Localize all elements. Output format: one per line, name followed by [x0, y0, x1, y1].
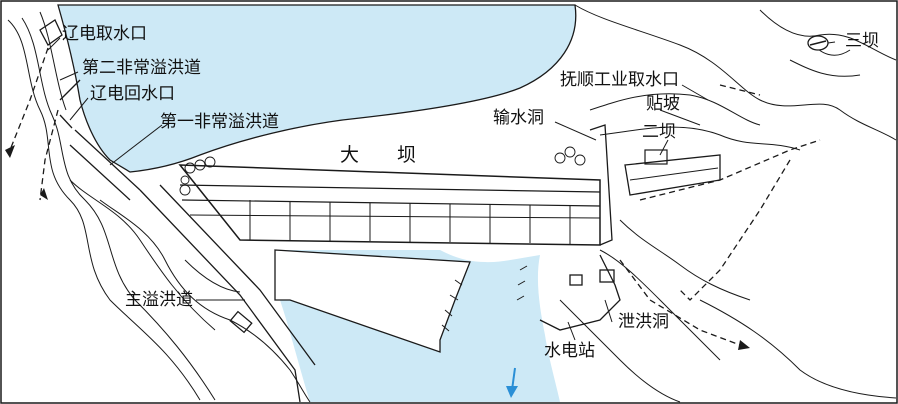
stilling-basin	[274, 249, 471, 353]
label-water-tunnel: 输水洞	[493, 108, 544, 128]
right-arrow-head	[738, 340, 750, 350]
label-flood-tunnel: 泄洪洞	[618, 312, 669, 332]
left-arrow-head-2	[40, 188, 48, 200]
label-third-dam: 三坝	[845, 31, 879, 51]
down-arrow-icon	[506, 367, 518, 398]
main-spillway-channel	[139, 184, 316, 403]
label-hydropower-station: 水电站	[544, 341, 595, 361]
emergency-spillways	[39, 19, 141, 201]
label-main-spillway: 主溢洪道	[125, 290, 193, 310]
label-first-emergency-spillway: 第一非常溢洪道	[160, 112, 279, 132]
terrain-contours	[7, 4, 897, 403]
label-second-dam: 二坝	[642, 122, 676, 142]
bank-hatch	[441, 265, 528, 332]
reservoir-water	[57, 4, 577, 173]
second-dam	[624, 149, 721, 196]
label-liaodian-intake: 辽电取水口	[62, 24, 147, 44]
label-tiepo: 贴坡	[646, 94, 680, 114]
intake-flow-lines	[9, 47, 59, 201]
leader-lines	[47, 37, 836, 341]
right-flow-lines	[619, 84, 821, 346]
left-arrow-head	[5, 145, 15, 158]
label-second-emergency-spillway: 第二非常溢洪道	[82, 58, 201, 78]
label-liaodian-return: 辽电回水口	[90, 84, 175, 104]
label-fushun-industrial-intake: 抚顺工业取水口	[560, 70, 679, 90]
right-abutment	[539, 124, 621, 331]
label-main-dam: 大坝	[340, 144, 455, 166]
